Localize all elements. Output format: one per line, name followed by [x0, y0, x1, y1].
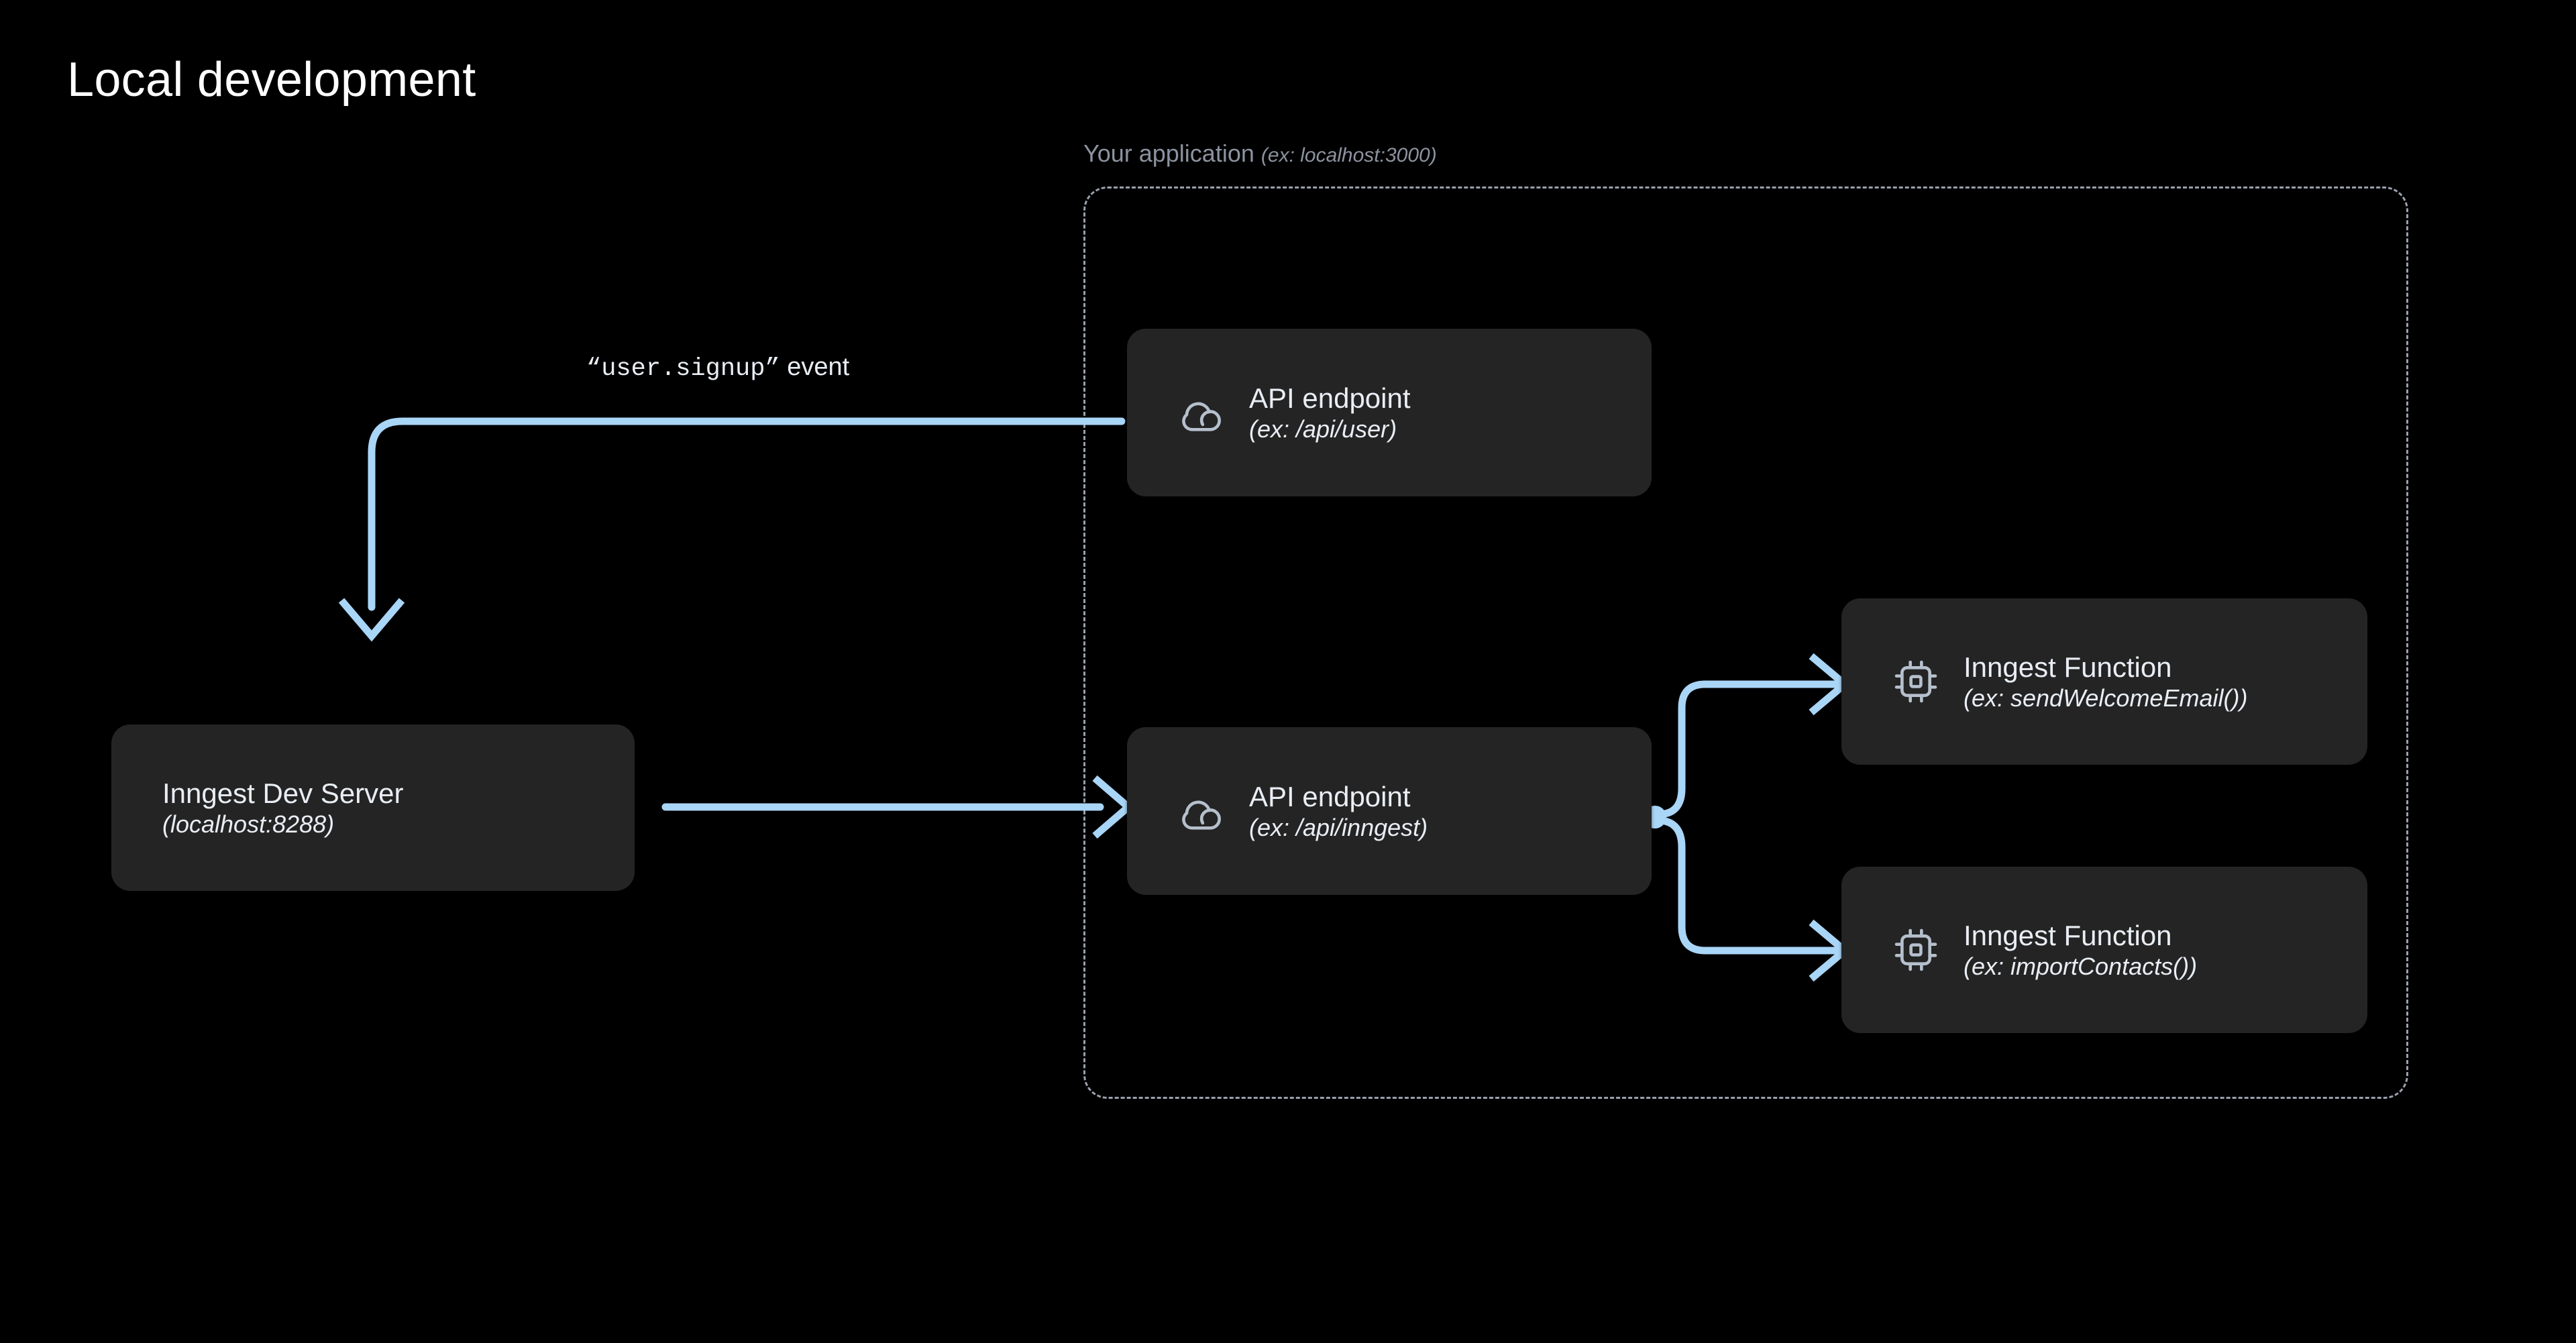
node-subtitle: (ex: /api/user) [1249, 415, 1397, 443]
node-text: API endpoint (ex: /api/inngest) [1249, 780, 1428, 842]
node-inngest-dev-server[interactable]: Inngest Dev Server (localhost:8288) [111, 724, 635, 891]
application-group-label-text: Your application [1083, 140, 1254, 167]
node-text: API endpoint (ex: /api/user) [1249, 382, 1411, 443]
node-content: Inngest Function (ex: importContacts()) [1841, 919, 2197, 981]
node-title: Inngest Function [1964, 919, 2172, 951]
node-title: API endpoint [1249, 780, 1411, 812]
node-subtitle: (ex: importContacts()) [1964, 952, 2198, 980]
node-title: API endpoint [1249, 382, 1411, 414]
event-edge-label: “user.signup” event [586, 353, 849, 383]
node-inngest-function-import-contacts[interactable]: Inngest Function (ex: importContacts()) [1841, 867, 2367, 1033]
edge-api-user-to-dev-server-arrowhead [338, 598, 405, 642]
application-boundary [1083, 186, 2408, 1099]
node-subtitle: (ex: /api/inngest) [1249, 813, 1428, 841]
cloud-icon [1182, 800, 1221, 830]
node-subtitle: (ex: sendWelcomeEmail()) [1964, 684, 2248, 712]
cpu-chip-icon [1894, 928, 1937, 971]
node-api-endpoint-user[interactable]: API endpoint (ex: /api/user) [1127, 329, 1652, 496]
node-content: API endpoint (ex: /api/inngest) [1127, 780, 1428, 842]
node-text: Inngest Function (ex: importContacts()) [1964, 919, 2197, 981]
application-group-label-sub: (ex: localhost:3000) [1260, 144, 1437, 166]
node-api-endpoint-inngest[interactable]: API endpoint (ex: /api/inngest) [1127, 727, 1652, 895]
node-text: Inngest Dev Server (localhost:8288) [162, 777, 404, 839]
event-name-text: “user.signup” [586, 355, 780, 383]
edge-api-user-to-dev-server [368, 417, 1126, 611]
node-title: Inngest Dev Server [162, 777, 404, 809]
node-inngest-function-send-welcome-email[interactable]: Inngest Function (ex: sendWelcomeEmail()… [1841, 598, 2367, 765]
cpu-chip-icon [1894, 660, 1937, 703]
node-title: Inngest Function [1964, 651, 2172, 683]
node-content: Inngest Function (ex: sendWelcomeEmail()… [1841, 651, 2247, 712]
cloud-icon [1182, 402, 1221, 431]
page-title: Local development [67, 53, 476, 107]
node-subtitle: (localhost:8288) [162, 810, 335, 838]
node-content: API endpoint (ex: /api/user) [1127, 382, 1411, 443]
node-content: Inngest Dev Server (localhost:8288) [111, 777, 404, 839]
node-text: Inngest Function (ex: sendWelcomeEmail()… [1964, 651, 2247, 712]
event-label-suffix: event [780, 353, 850, 381]
application-group-label: Your application (ex: localhost:3000) [1083, 140, 1437, 168]
